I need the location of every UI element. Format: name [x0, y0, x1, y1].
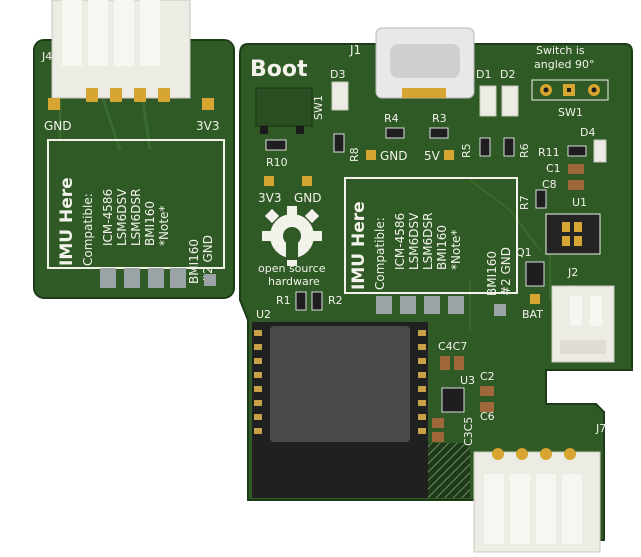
right-imu-note2: #2 GND — [499, 247, 513, 296]
j7-connector: J7 — [473, 422, 606, 553]
v33-test-pad — [264, 176, 274, 186]
j1-usb-c: J1 — [349, 27, 475, 99]
u1-label: U1 — [572, 196, 587, 209]
right-imu-part: LSM6DSV — [407, 212, 421, 270]
gnd-test-pad-2 — [302, 176, 312, 186]
gnd-pad-label: GND — [380, 149, 408, 163]
d3-led: D3 — [330, 68, 349, 111]
gnd-left-header-label: GND — [44, 119, 72, 133]
gnd-test-pad — [366, 150, 376, 160]
r3-label: R3 — [432, 112, 447, 125]
right-imu-part: BMI160 — [435, 225, 449, 270]
left-imu-part: BMI160 — [143, 201, 157, 246]
sw1-top-label: SW1 — [312, 95, 325, 120]
right-imu-title: IMU Here — [349, 201, 369, 290]
r2-label: R2 — [328, 294, 343, 307]
gnd-pad-label-2: GND — [294, 191, 322, 205]
r5-label: R5 — [460, 143, 473, 158]
u3-area: C4C7 U3 C2 C3C5 C6 — [432, 340, 495, 446]
sw1-label: SW1 — [558, 106, 583, 119]
boot-label: Boot — [250, 57, 308, 82]
left-imu-compatible: Compatible: — [81, 193, 95, 266]
q1-label: Q1 — [516, 246, 532, 259]
right-imu-area: IMU Here Compatible: ICM-4586 LSM6DSV LS… — [344, 177, 518, 316]
right-imu-compatible: Compatible: — [373, 217, 387, 290]
left-imu-part: ICM-4586 — [101, 189, 115, 246]
r6-label: R6 — [518, 143, 531, 158]
left-imu-note: BMI160 — [187, 239, 201, 284]
c8-label: C8 — [542, 178, 557, 191]
r4-label: R4 — [384, 112, 399, 125]
5v-test-pad — [444, 150, 454, 160]
switch-note-line2: angled 90° — [534, 58, 595, 71]
u3-label: U3 — [460, 374, 475, 387]
left-imu-part: *Note* — [157, 206, 171, 246]
j2-connector — [551, 285, 615, 363]
d1-d2-leds: D1 D2 — [476, 68, 519, 117]
left-imu-part: LSM6DSR — [129, 189, 143, 247]
r3-r4: R4 R3 — [384, 112, 449, 139]
u2-module: U2 — [252, 308, 428, 498]
left-imu-title: IMU Here — [57, 177, 77, 266]
left-imu-part: LSM6DSV — [115, 188, 129, 246]
switch-note-line1: Switch is — [536, 44, 585, 57]
right-imu-part: *Note* — [449, 230, 463, 270]
c3c5-label: C3C5 — [462, 417, 475, 446]
r1-r2: R1 R2 — [276, 291, 343, 311]
gnd-pad-left-header — [48, 98, 60, 110]
5v-pad-label: 5V — [424, 149, 441, 163]
right-imu-part: ICM-4586 — [393, 213, 407, 270]
right-imu-note: BMI160 — [485, 251, 499, 296]
u2-label: U2 — [256, 308, 271, 321]
v33-pad-label: 3V3 — [258, 191, 281, 205]
d4-label: D4 — [580, 126, 595, 139]
oshw-line2: hardware — [268, 275, 320, 288]
d3-label: D3 — [330, 68, 345, 81]
right-imu-part: LSM6DSR — [421, 213, 435, 271]
oshw-logo: open source hardware — [258, 206, 326, 288]
sw1-switch: Switch is angled 90° SW1 — [531, 44, 609, 119]
j1-label: J1 — [349, 43, 361, 57]
c6-label: C6 — [480, 410, 495, 423]
c1-label: C1 — [546, 162, 561, 175]
boot-area: Boot SW1 — [250, 57, 325, 134]
r7-label: R7 — [518, 195, 531, 210]
r11-label: R11 — [538, 146, 560, 159]
oshw-line1: open source — [258, 262, 326, 275]
d1-label: D1 — [476, 68, 491, 81]
j4-label: J4 — [41, 50, 52, 63]
r1-label: R1 — [276, 294, 291, 307]
left-imu-area: IMU Here Compatible: ICM-4586 LSM6DSV LS… — [47, 139, 225, 288]
j4-connector: J4 — [41, 0, 191, 102]
r5-r6-r8: R8 R5 R6 — [333, 133, 531, 162]
j2-label: J2 — [567, 266, 578, 279]
r10-resistor — [265, 139, 287, 151]
r8-label: R8 — [348, 147, 361, 162]
c2-label: C2 — [480, 370, 495, 383]
v33-left-header-label: 3V3 — [196, 119, 219, 133]
bat-label: BAT — [522, 308, 543, 321]
j7-label: J7 — [595, 422, 606, 435]
d2-label: D2 — [500, 68, 515, 81]
v33-pad-left-header — [202, 98, 214, 110]
left-imu-note2: #2 GND — [201, 235, 215, 284]
r10-label: R10 — [266, 156, 288, 169]
right-components: R11 D4 C1 C8 R7 U1 — [518, 126, 607, 255]
c4c7-label: C4C7 — [438, 340, 467, 353]
